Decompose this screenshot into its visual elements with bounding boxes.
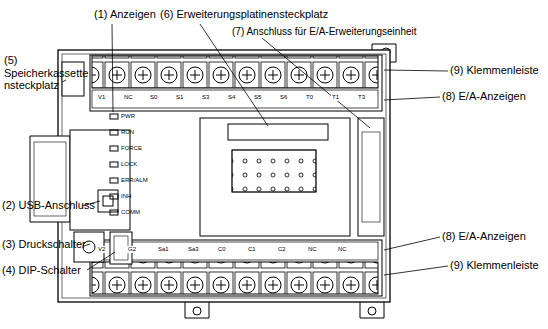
- callout-label: (8) E/A-Anzeigen: [442, 230, 526, 243]
- callout-label: (9) Klemmenleiste: [450, 64, 539, 77]
- callout-label: (4) DIP-Schalter: [2, 264, 81, 277]
- led-label: INH: [121, 193, 131, 200]
- terminal-name: V2: [97, 246, 106, 253]
- terminal-name: NC: [307, 246, 318, 253]
- led-label: COMM: [121, 209, 140, 216]
- led-label: PWR: [121, 113, 135, 120]
- callout-label: (1) Anzeigen: [94, 8, 156, 21]
- terminal-name: S0: [149, 94, 158, 101]
- terminal-name: NC: [123, 94, 134, 101]
- terminal-name: C2: [277, 246, 287, 253]
- terminal-name: S3: [201, 94, 210, 101]
- terminal-name: T1: [331, 94, 340, 101]
- terminal-name: C1: [247, 246, 257, 253]
- terminal-name: NC: [337, 246, 348, 253]
- terminal-name: S5: [253, 94, 262, 101]
- callout-label: (6) Erweiterungsplatinensteckplatz: [160, 8, 328, 21]
- terminal-name: Sa3: [187, 246, 200, 253]
- led-label: RUN: [121, 129, 134, 136]
- terminal-name: G2: [127, 246, 137, 253]
- terminal-name: S1: [175, 94, 184, 101]
- terminal-name: C0: [217, 246, 227, 253]
- callout-label: (8) E/A-Anzeigen: [442, 90, 526, 103]
- led-label: LOCK: [121, 161, 137, 168]
- terminal-name: T0: [305, 94, 314, 101]
- callout-label: (9) Klemmenleiste: [450, 259, 539, 272]
- terminal-name: Sa1: [157, 246, 170, 253]
- callout-label: (3) Druckschalter: [2, 238, 86, 251]
- led-label: ERR/ALM: [121, 177, 148, 184]
- led-label: FORCE: [121, 145, 142, 152]
- terminal-name: S4: [227, 94, 236, 101]
- terminal-name: T3: [357, 94, 366, 101]
- callout-label: (5) Speicherkassette nsteckplatz: [4, 54, 66, 92]
- terminal-name: V1: [97, 94, 106, 101]
- callout-label: (7) Anschluss für E/A-Erweiterungseinhei…: [232, 26, 417, 38]
- callout-label: (2) USB-Anschluss: [2, 199, 95, 212]
- terminal-name: S6: [279, 94, 288, 101]
